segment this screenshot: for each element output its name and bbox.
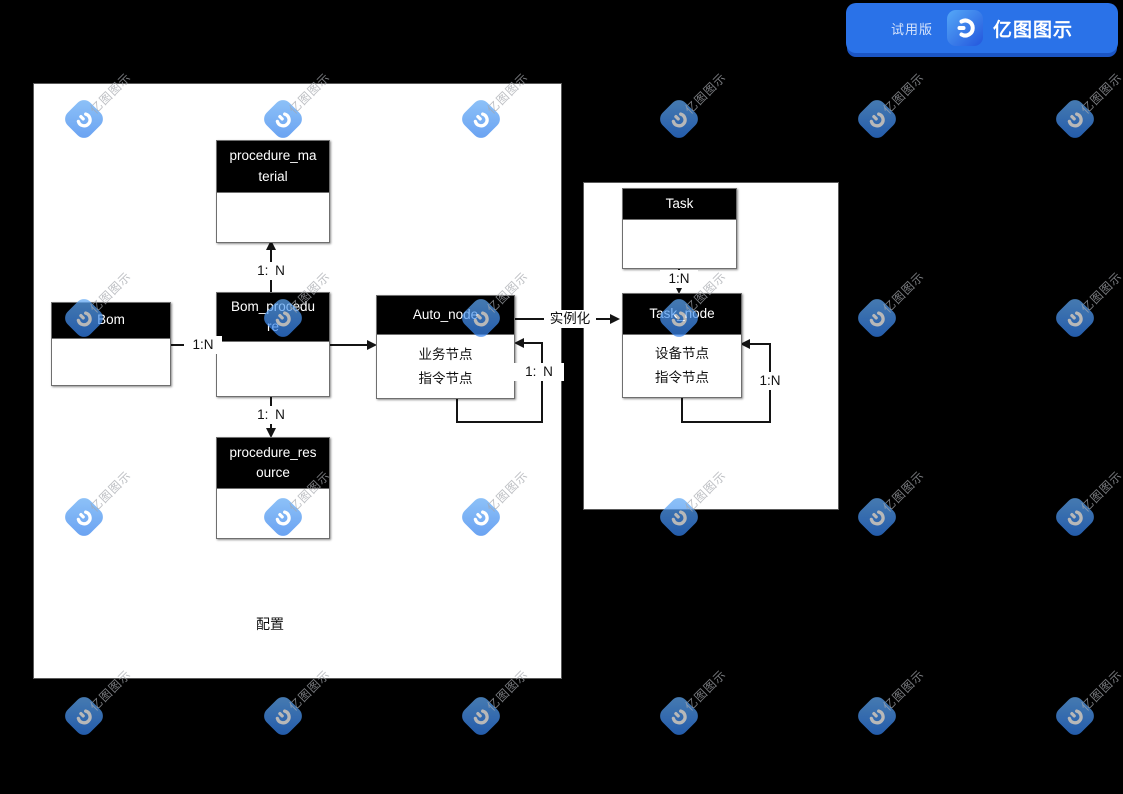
connector-auto-node-loop — [456, 421, 543, 423]
title-line: procedure_ma — [229, 148, 317, 164]
watermark-text: 亿图图示 — [682, 667, 730, 714]
entity-bom-procedure-body — [217, 342, 329, 396]
edraw-logo-icon — [854, 96, 900, 142]
trial-banner[interactable]: 试用版 亿图图示 — [846, 3, 1118, 53]
watermark-text: 亿图图示 — [880, 269, 928, 316]
title-line: terial — [258, 168, 288, 184]
watermark-text: 亿图图示 — [880, 468, 928, 515]
connector-auto-node-loop — [541, 342, 543, 423]
connector-auto-node-loop — [456, 399, 458, 421]
edraw-logo-icon — [260, 693, 306, 739]
relation-label-task: 1:N — [660, 270, 698, 288]
edraw-logo-icon — [1052, 494, 1098, 540]
watermark-text: 亿图图示 — [1078, 468, 1123, 515]
entity-task-node-title: Task_node — [623, 294, 741, 335]
edraw-logo-icon — [854, 295, 900, 341]
title-line: Auto_node — [412, 306, 479, 322]
entity-bom-procedure-title: Bom_procedu re — [217, 293, 329, 342]
body-line: 指令节点 — [418, 370, 473, 386]
body-line: 指令节点 — [655, 370, 709, 385]
arrowhead-left-icon — [514, 338, 524, 348]
edraw-logo-icon — [1052, 96, 1098, 142]
watermark-text: 亿图图示 — [1078, 70, 1123, 117]
watermark-text: 亿图图示 — [880, 70, 928, 117]
connector-task-node-loop — [681, 398, 683, 421]
edraw-logo-icon — [1052, 295, 1098, 341]
edraw-logo-icon — [1052, 693, 1098, 739]
entity-task[interactable]: Task — [622, 188, 737, 269]
entity-procedure-resource-body — [217, 489, 329, 538]
title-line: procedure_res — [229, 444, 317, 460]
body-line: 业务节点 — [418, 346, 473, 362]
entity-procedure-material-title: procedure_ma terial — [217, 141, 329, 193]
entity-task-node-body: 设备节点 指令节点 — [623, 335, 741, 397]
edraw-logo-icon — [947, 10, 983, 46]
title-line: Task_node — [649, 305, 715, 321]
entity-procedure-material-body — [217, 193, 329, 242]
entity-bom-body — [52, 339, 170, 385]
entity-auto-node-title: Auto_node — [377, 296, 514, 335]
title-line: Bom — [97, 312, 125, 328]
edraw-logo-icon — [61, 693, 107, 739]
entity-procedure-resource-title: procedure_res ource — [217, 438, 329, 489]
watermark-text: 亿图图示 — [880, 667, 928, 714]
arrowhead-down-icon — [674, 284, 684, 294]
edraw-logo-icon — [458, 693, 504, 739]
edraw-logo-icon — [854, 693, 900, 739]
title-line: re — [266, 319, 279, 334]
relation-label-material: 1: N — [246, 262, 296, 280]
title-line: Bom_procedu — [230, 298, 316, 314]
relation-label-auto-node-loop: 1: N — [514, 363, 564, 381]
body-line: 设备节点 — [655, 346, 709, 362]
brand-name: 亿图图示 — [993, 19, 1074, 41]
watermark-text: 亿图图示 — [1078, 269, 1123, 316]
connector-bom-procedure-to-auto-node — [330, 344, 368, 346]
connector-task-node-loop — [749, 343, 769, 345]
trial-version-label: 试用版 — [890, 21, 933, 37]
arrowhead-right-icon — [610, 314, 620, 324]
edraw-logo-icon — [656, 96, 702, 142]
arrowhead-up-icon — [266, 240, 276, 250]
entity-auto-node[interactable]: Auto_node 业务节点 指令节点 — [376, 295, 515, 399]
title-line: Task — [665, 195, 694, 211]
edraw-logo-icon — [656, 693, 702, 739]
entity-bom-title: Bom — [52, 303, 170, 339]
entity-bom-procedure[interactable]: Bom_procedu re — [216, 292, 330, 397]
arrowhead-left-icon — [740, 339, 750, 349]
entity-bom[interactable]: Bom — [51, 302, 171, 386]
entity-task-node[interactable]: Task_node 设备节点 指令节点 — [622, 293, 742, 398]
relation-label-instantiate: 实例化 — [544, 310, 596, 328]
connector-task-node-loop — [681, 421, 771, 423]
arrowhead-right-icon — [367, 340, 377, 350]
entity-procedure-resource[interactable]: procedure_res ource — [216, 437, 330, 539]
config-group-label: 配置 — [256, 616, 284, 632]
entity-procedure-material[interactable]: procedure_ma terial — [216, 140, 330, 243]
watermark-text: 亿图图示 — [1078, 667, 1123, 714]
entity-task-title: Task — [623, 189, 736, 220]
relation-label-bom: 1:N — [184, 336, 222, 354]
watermark-text: 亿图图示 — [682, 70, 730, 117]
entity-task-body — [623, 220, 736, 268]
relation-label-resource: 1: N — [246, 406, 296, 424]
arrowhead-down-icon — [266, 428, 276, 438]
entity-auto-node-body: 业务节点 指令节点 — [377, 335, 514, 398]
connector-auto-node-loop — [523, 342, 541, 344]
edraw-logo-icon — [854, 494, 900, 540]
title-line: ource — [256, 465, 290, 480]
relation-label-task-node-loop: 1:N — [751, 372, 789, 390]
